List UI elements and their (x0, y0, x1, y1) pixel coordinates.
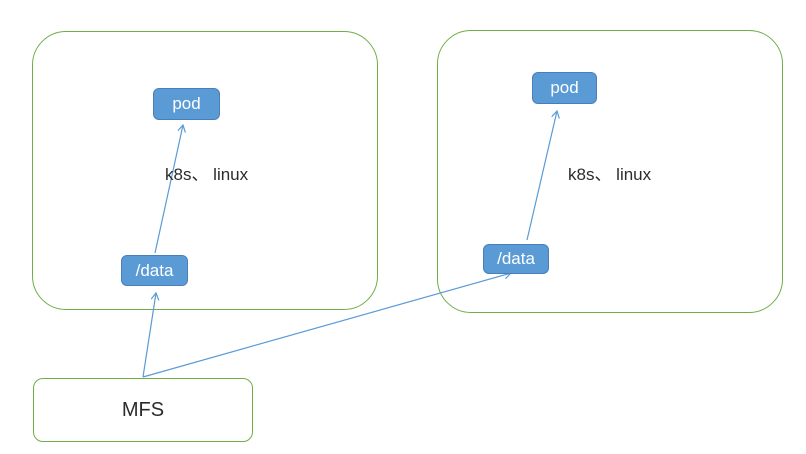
mfs-box: MFS (33, 378, 253, 442)
note-right: k8s、 linux (568, 165, 652, 184)
data-label-right: /data (497, 249, 535, 268)
pod-box-right: pod (532, 72, 597, 104)
data-label-left: /data (135, 260, 174, 280)
pod-label-right: pod (550, 78, 579, 97)
data-box-right: /data (483, 244, 549, 274)
note-left: k8s、 linux (165, 165, 249, 184)
pod-box-left: pod (153, 88, 220, 120)
data-box-left: /data (121, 255, 188, 286)
mfs-label: MFS (121, 398, 165, 421)
node-container-right (437, 30, 783, 313)
pod-label-left: pod (172, 94, 201, 113)
